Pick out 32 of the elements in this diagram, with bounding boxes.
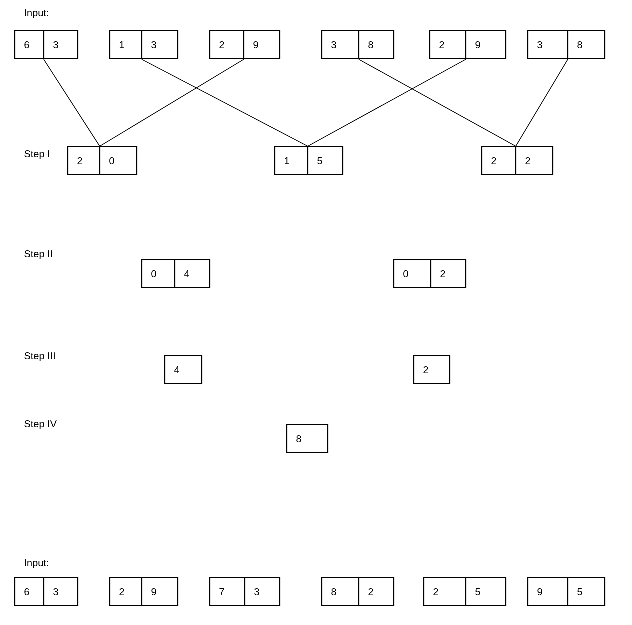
row-label: Step II [24,250,52,260]
connector-line [44,59,100,147]
number-box: 2 [413,355,451,385]
row-label: Step III [24,352,55,362]
number-box: 4 [164,355,203,385]
number-box: 0 4 [141,259,211,289]
connector-line [100,59,244,147]
number-box: 2 2 [481,146,554,176]
number-box: 2 5 [423,577,507,607]
number-box: 8 [286,424,329,454]
number-box: 3 8 [527,30,606,60]
number-box: 2 9 [109,577,179,607]
connector-line [358,59,516,147]
row-label: Input: [25,560,48,568]
row-label: Step IV [24,420,57,430]
connector-line [142,59,308,147]
number-box: 0 2 [393,259,467,289]
number-box: 2 9 [209,30,281,60]
number-box: 9 5 [527,577,606,607]
number-box: 8 2 [321,577,395,607]
row-label: Step I [24,150,50,160]
number-box: 6 3 [14,577,79,607]
number-box: 2 0 [67,146,138,176]
number-box: 3 8 [321,30,395,60]
number-box: 7 3 [209,577,281,607]
row-label: Input: [25,10,48,18]
connector-line [516,59,568,147]
connector-line [308,59,466,147]
number-box: 2 9 [429,30,507,60]
number-box: 1 3 [109,30,179,60]
number-box: 1 5 [274,146,344,176]
number-box: 6 3 [14,30,79,60]
